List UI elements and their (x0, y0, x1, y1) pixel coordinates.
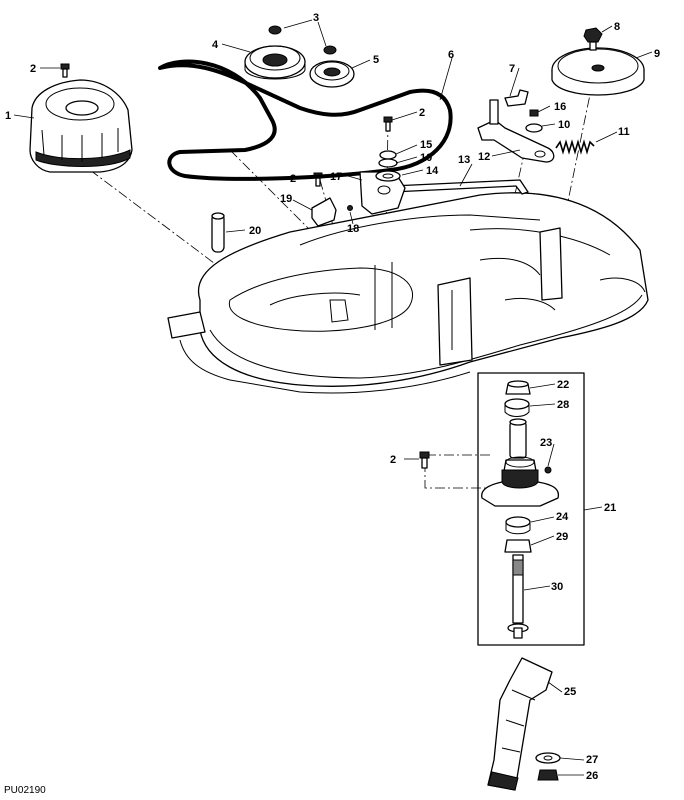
callout-18: 18 (347, 223, 359, 235)
callout-8: 8 (614, 21, 620, 33)
washers-stack (375, 150, 401, 182)
callout-13: 13 (458, 154, 470, 166)
mower-deck (167, 192, 649, 394)
washer-bolt (525, 109, 543, 133)
callout-19: 19 (280, 193, 292, 205)
callout-numbers: 1 2 3 4 5 6 2 7 8 9 16 10 11 12 13 15 10… (5, 12, 660, 782)
flat-idler-pulley (309, 60, 355, 88)
callout-2-top-left: 2 (30, 63, 36, 75)
callout-22: 22 (557, 379, 569, 391)
bolt-center (383, 116, 393, 132)
callout-12: 12 (478, 151, 490, 163)
bolt-top-left (60, 63, 70, 78)
callout-27: 27 (586, 754, 598, 766)
callout-24: 24 (556, 511, 569, 523)
callout-17: 17 (330, 171, 342, 183)
callout-20: 20 (249, 225, 261, 237)
blade-washer (535, 752, 561, 764)
nut-top (268, 25, 337, 55)
callout-29: 29 (556, 531, 568, 543)
callout-3: 3 (313, 12, 319, 24)
spring (555, 139, 595, 155)
callout-7: 7 (509, 63, 515, 75)
callout-26: 26 (586, 770, 598, 782)
callout-4: 4 (212, 39, 219, 51)
callout-9: 9 (654, 48, 660, 60)
drive-pulley (551, 47, 645, 96)
callout-28: 28 (557, 399, 569, 411)
pin (211, 212, 225, 253)
callout-23: 23 (540, 437, 552, 449)
callout-30: 30 (551, 581, 563, 593)
drive-belt (158, 59, 453, 181)
callout-11: 11 (618, 126, 630, 138)
spindle-inset (477, 372, 585, 646)
callout-10-right: 10 (558, 119, 570, 131)
mower-blade (487, 657, 553, 791)
callout-6: 6 (448, 49, 454, 61)
callout-2-bracket: 2 (290, 173, 296, 185)
left-belt-cover (29, 79, 133, 173)
callout-1: 1 (5, 110, 11, 122)
callout-21: 21 (604, 502, 616, 514)
diagram-code: PU02190 (4, 785, 46, 796)
pulley-nut (583, 27, 603, 51)
callout-15: 15 (420, 139, 432, 151)
small-screw (347, 205, 353, 211)
callout-2-lower: 2 (390, 454, 396, 466)
idler-pulley (244, 45, 306, 80)
adjustment-rod (391, 179, 529, 195)
callout-2-center: 2 (419, 107, 425, 119)
callout-10-center: 10 (420, 152, 432, 164)
blade-nut (537, 769, 559, 781)
belt-guide-bracket (311, 197, 337, 227)
callout-16: 16 (554, 101, 566, 113)
callout-25: 25 (564, 686, 576, 698)
leader-lines (13, 19, 653, 776)
bolt-lower (419, 451, 430, 469)
idler-arm (477, 99, 555, 163)
callout-5: 5 (373, 54, 379, 66)
callout-14: 14 (426, 165, 439, 177)
small-bracket (504, 89, 529, 107)
